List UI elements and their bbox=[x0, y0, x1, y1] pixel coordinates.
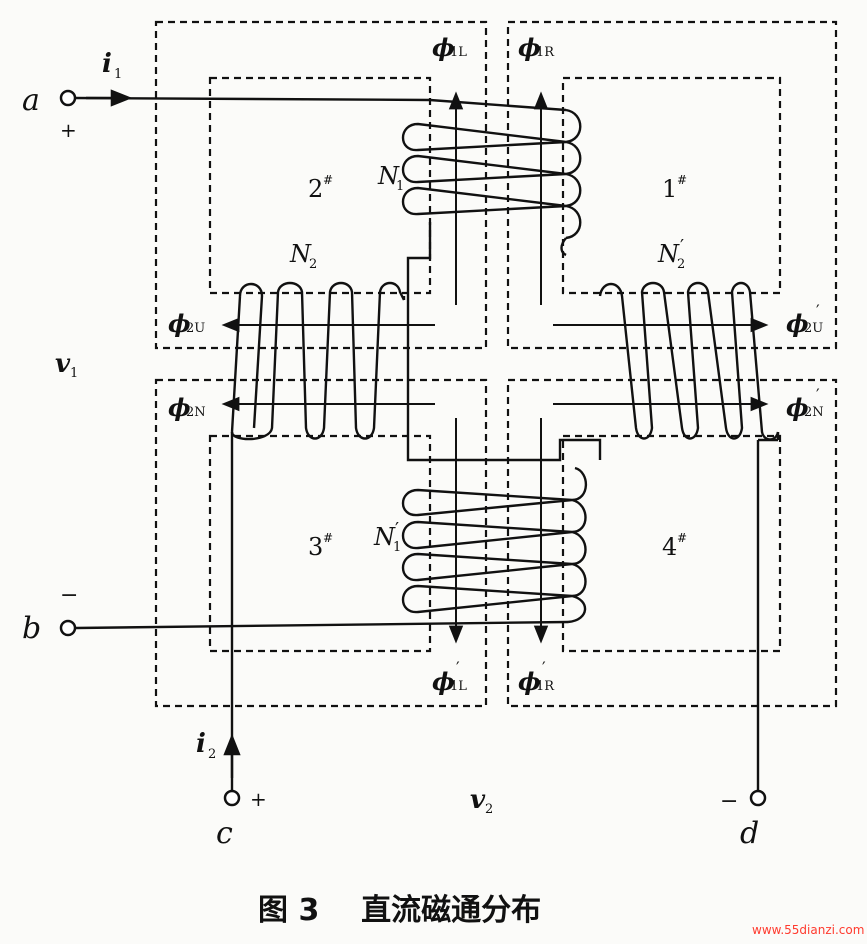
voltage-v1-subscript: 1 bbox=[70, 366, 78, 381]
flux-1R-prime-subscript: 1R bbox=[536, 679, 555, 694]
core-2-outer bbox=[154, 20, 488, 350]
core-2-label: 2 bbox=[308, 175, 323, 203]
core-3-label: 3 bbox=[308, 533, 323, 561]
winding-N2-prime-subscript: 2 bbox=[677, 257, 685, 272]
current-i2-label: i bbox=[196, 729, 206, 759]
core-3-mark: # bbox=[323, 531, 333, 545]
winding-N1-prime-mark: ′ bbox=[395, 519, 399, 540]
current-i1-subscript: 1 bbox=[114, 67, 122, 82]
flux-2N-prime-subscript: 2N bbox=[804, 405, 824, 420]
interconnect-wire bbox=[406, 222, 602, 462]
flux-1R-symbol: ϕ bbox=[518, 33, 541, 62]
terminal-d-label: d bbox=[740, 816, 759, 851]
voltage-v1-label: v bbox=[55, 349, 71, 379]
flux-2U-subscript: 2U bbox=[186, 321, 205, 336]
core-4-label: 4 bbox=[662, 533, 677, 561]
flux-1R-prime-symbol: ϕ bbox=[518, 667, 541, 696]
wire-b bbox=[75, 620, 569, 630]
coil-N2-prime bbox=[598, 281, 780, 441]
terminal-b[interactable] bbox=[59, 619, 77, 637]
flux-2N-subscript: 2N bbox=[186, 405, 206, 420]
coil-N1 bbox=[401, 108, 582, 240]
core-4-outer bbox=[506, 378, 838, 708]
core-1-inner bbox=[561, 76, 782, 295]
coil-N1-prime bbox=[401, 466, 588, 624]
flux-2U-prime-subscript: 2U bbox=[804, 321, 823, 336]
terminal-d[interactable] bbox=[749, 789, 767, 807]
primary-winding bbox=[75, 89, 602, 630]
flux-1L-subscript: 1L bbox=[450, 45, 467, 60]
terminals bbox=[59, 89, 767, 807]
flux-1R-prime-mark: ′ bbox=[542, 658, 546, 677]
flux-2N-symbol: ϕ bbox=[168, 393, 191, 422]
winding-N1-label: N bbox=[377, 162, 400, 190]
terminal-b-minus: − bbox=[60, 583, 78, 608]
voltage-v2-subscript: 2 bbox=[485, 802, 493, 817]
core-2-mark: # bbox=[323, 173, 333, 187]
flux-2N-prime-mark: ′ bbox=[816, 385, 820, 404]
watermark-text: www.55dianzi.com bbox=[752, 923, 864, 937]
voltage-v2-label: v bbox=[470, 785, 486, 815]
flux-2U-symbol: ϕ bbox=[168, 309, 191, 338]
winding-N2-prime-label: N bbox=[657, 240, 680, 268]
terminal-a[interactable] bbox=[59, 89, 77, 107]
terminal-c-plus: + bbox=[250, 787, 267, 811]
flux-2U-prime-mark: ′ bbox=[816, 301, 820, 320]
terminal-b-label: b bbox=[22, 611, 41, 646]
flux-1L-prime-subscript: 1L bbox=[450, 679, 467, 694]
core-3-outer bbox=[154, 378, 488, 708]
current-i1-label: i bbox=[102, 49, 112, 79]
winding-N1-prime-label: N bbox=[373, 523, 396, 551]
terminal-a-plus: + bbox=[60, 118, 77, 142]
flux-1L-symbol: ϕ bbox=[432, 33, 455, 62]
coil-N1-end bbox=[560, 237, 567, 257]
wire-a-to-N1 bbox=[429, 98, 567, 112]
flux-1L-prime-mark: ′ bbox=[456, 658, 460, 677]
winding-N1-subscript: 1 bbox=[396, 179, 404, 194]
flux-2U-prime-symbol: ϕ bbox=[786, 309, 809, 338]
core-1-label: 1 bbox=[662, 175, 677, 203]
coil-N2-first-turn bbox=[230, 282, 264, 433]
figure-caption: 图 3 直流磁通分布 bbox=[258, 893, 541, 928]
terminal-d-minus: − bbox=[720, 789, 738, 814]
winding-N2-prime-mark: ′ bbox=[680, 236, 684, 257]
flux-1R-subscript: 1R bbox=[536, 45, 555, 60]
terminal-c[interactable] bbox=[223, 789, 241, 807]
coil-N2-fronts bbox=[230, 281, 406, 441]
core-1-mark: # bbox=[677, 173, 687, 187]
terminal-c-label: c bbox=[216, 816, 233, 851]
winding-N2-label: N bbox=[289, 240, 312, 268]
flux-2N-prime-symbol: ϕ bbox=[786, 393, 809, 422]
winding-N2-subscript: 2 bbox=[309, 257, 317, 272]
secondary-winding bbox=[223, 281, 780, 790]
core-4-mark: # bbox=[677, 531, 687, 545]
core-2-inner bbox=[208, 76, 432, 295]
current-i2-subscript: 2 bbox=[208, 747, 216, 762]
terminal-a-label: a bbox=[22, 83, 40, 118]
core-4-inner bbox=[561, 434, 782, 653]
winding-N1-prime-subscript: 1 bbox=[393, 540, 401, 555]
wire-a bbox=[75, 96, 431, 102]
flux-1L-prime-symbol: ϕ bbox=[432, 667, 455, 696]
